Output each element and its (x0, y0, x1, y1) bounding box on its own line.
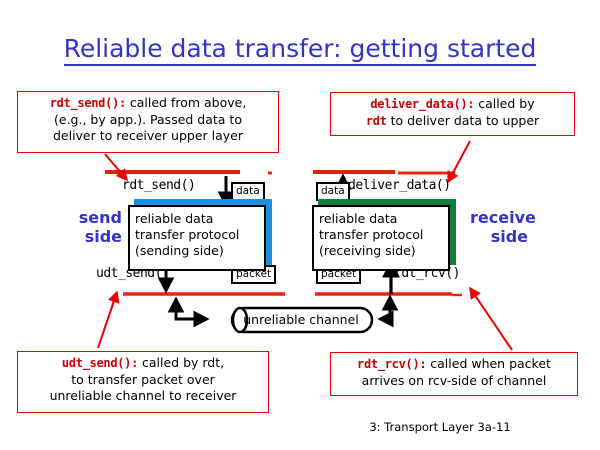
channel-connector-right (377, 294, 399, 328)
data-unit-box-left: data (231, 182, 265, 201)
callout-udt-send-line3: unreliable channel to receiver (49, 388, 237, 403)
callout-rdt-send-line3: deliver to receiver upper layer (52, 128, 244, 143)
pointer-arrow-rdt-send (104, 153, 129, 182)
page-title: Reliable data transfer: getting started (0, 34, 600, 66)
protocol-box-receiving-line1: reliable data (319, 211, 398, 226)
callout-udt-send-line2: to transfer packet over (71, 371, 215, 387)
callout-rdt-rcv-line1: called when packet (426, 356, 551, 371)
protocol-box-sending-line3: (sending side) (135, 243, 224, 258)
pointer-arrow-rdt-rcv (469, 286, 513, 351)
callout-deliver-data-code: deliver_data(): (370, 97, 475, 111)
callout-rdt-send-line1: called from above, (125, 95, 247, 110)
layer-line-lower-right (315, 292, 462, 297)
pointer-arrow-udt-send (97, 290, 120, 349)
slide-footer: 3: Transport Layer 3a-11 (369, 420, 511, 434)
protocol-box-sending-line2: transfer protocol (135, 227, 240, 242)
callout-deliver-data: deliver_data(): called by rdt to deliver… (330, 92, 575, 136)
layer-line-upper-right (313, 170, 455, 175)
callout-rdt-rcv: rdt_rcv(): called when packet arrives on… (330, 352, 578, 396)
layer-line-upper-left (105, 170, 272, 176)
send-side-label: send side (60, 208, 122, 246)
receive-side-label: receive side (470, 208, 560, 246)
callout-deliver-data-code2: rdt (365, 113, 387, 128)
protocol-box-receiving-line3: (receiving side) (319, 243, 416, 258)
receive-side-label-line2: side (490, 227, 528, 246)
label-rdt-send: rdt_send() (122, 178, 196, 193)
protocol-box-sending-body: reliable data transfer protocol (sending… (128, 205, 266, 271)
callout-rdt-send: rdt_send(): called from above, (e.g., by… (17, 91, 279, 153)
unreliable-channel-label: unreliable channel (243, 312, 359, 327)
callout-rdt-rcv-line2: arrives on rcv-side of channel (361, 372, 547, 388)
callout-udt-send-line1: called by rdt, (138, 355, 225, 370)
protocol-box-receiving-body: reliable data transfer protocol (receivi… (312, 205, 450, 271)
callout-deliver-data-line2: to deliver data to upper (386, 112, 540, 128)
label-deliver-data: deliver_data() (348, 178, 451, 193)
protocol-box-sending-line1: reliable data (135, 211, 214, 226)
pointer-arrow-deliver-data (447, 140, 471, 184)
callout-rdt-send-line2: (e.g., by app.). Passed data to (54, 111, 242, 127)
send-side-label-line1: send (78, 208, 122, 227)
receive-side-label-line1: receive (470, 208, 536, 227)
protocol-box-receiving-line2: transfer protocol (319, 227, 424, 242)
callout-rdt-rcv-code: rdt_rcv(): (357, 357, 427, 371)
callout-rdt-send-code: rdt_send(): (49, 96, 126, 110)
callout-udt-send: udt_send(): called by rdt, to transfer p… (17, 351, 269, 413)
page-title-text: Reliable data transfer: getting started (63, 34, 537, 66)
channel-connector-left (167, 296, 210, 328)
send-side-label-line2: side (84, 227, 122, 246)
callout-deliver-data-line1: called by (474, 96, 535, 111)
callout-udt-send-code: udt_send(): (61, 356, 139, 370)
